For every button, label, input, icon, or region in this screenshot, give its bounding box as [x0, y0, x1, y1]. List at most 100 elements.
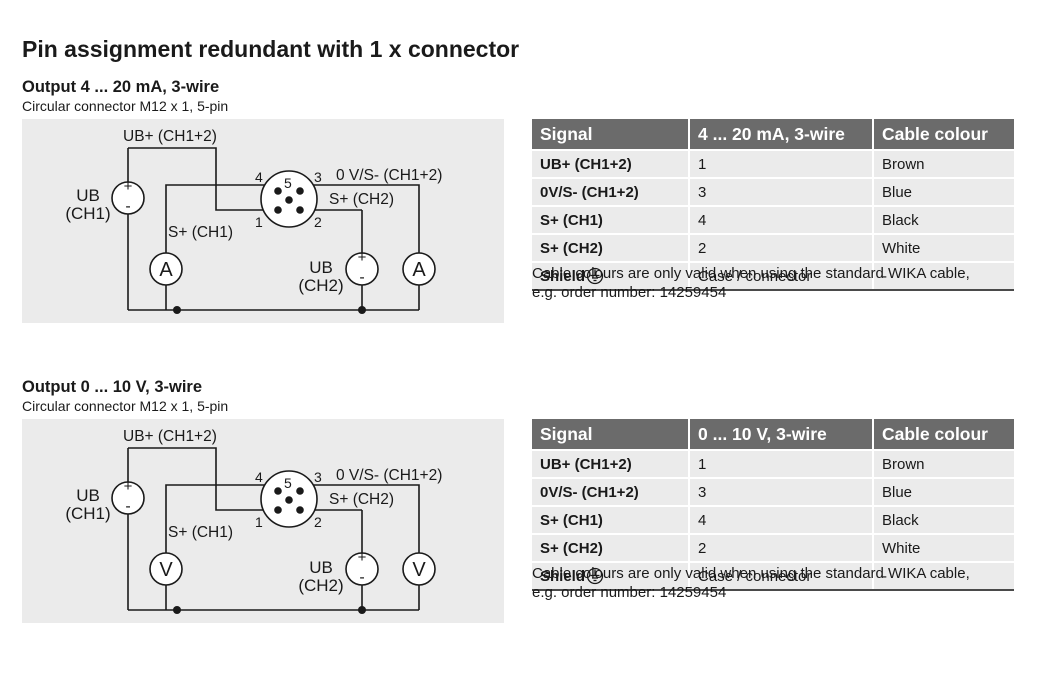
source-minus-sign: - — [359, 569, 364, 586]
power-source-ch2-icon — [345, 252, 379, 286]
wire-ub-plus — [128, 447, 266, 511]
junction-dot-right — [358, 606, 366, 614]
header-signal: Signal — [532, 119, 689, 150]
section-current-output: Output 4 ... 20 mA, 3-wire Circular conn… — [0, 78, 1038, 378]
meter-right-icon — [402, 252, 436, 286]
section-title: Output 0 ... 10 V, 3-wire — [22, 378, 203, 396]
pin-label-5: 5 — [284, 475, 292, 491]
cell-signal: 0V/S- (CH1+2) — [532, 177, 689, 206]
wire-ub-plus — [128, 147, 266, 211]
table-row: S+ (CH2) 2 White — [532, 533, 1014, 562]
section-voltage-output: Output 0 ... 10 V, 3-wire Circular conne… — [0, 378, 1038, 678]
header-output: 0 ... 10 V, 3-wire — [688, 419, 873, 450]
cell-colour: Brown — [872, 149, 1014, 178]
header-signal: Signal — [532, 419, 689, 450]
source-plus-sign: + — [124, 478, 133, 495]
table-row: 0V/S- (CH1+2) 3 Blue — [532, 177, 1014, 206]
cell-colour: Blue — [872, 477, 1014, 506]
table-row: 0V/S- (CH1+2) 3 Blue — [532, 477, 1014, 506]
ground-symbol-icon — [586, 267, 604, 285]
meter-right-symbol: V — [412, 559, 426, 581]
cell-pin: 3 — [688, 477, 873, 506]
shield-label: Shield — [540, 268, 586, 285]
wiring-diagram: + - + - V V UB+ (CH1+2) UB (CH1) UB (CH2… — [22, 419, 504, 623]
label-ub-ch2-a: UB — [309, 258, 333, 277]
junction-dot-left — [173, 606, 181, 614]
header-cable-colour: Cable colour — [872, 419, 1014, 450]
table-header-row: Signal 4 ... 20 mA, 3-wire Cable colour — [532, 119, 1014, 150]
label-ub-ch1-b: (CH1) — [65, 504, 110, 523]
cell-signal-shield: Shield — [532, 261, 689, 291]
label-ub-ch2-b: (CH2) — [298, 276, 343, 295]
cell-signal: 0V/S- (CH1+2) — [532, 477, 689, 506]
page-title: Pin assignment redundant with 1 x connec… — [22, 36, 520, 62]
cell-colour: - — [872, 261, 1014, 291]
header-cable-colour: Cable colour — [872, 119, 1014, 150]
meter-left-symbol: A — [159, 259, 173, 281]
label-ub-ch1-a: UB — [76, 186, 100, 205]
wire-ov-s-minus — [310, 184, 420, 253]
ground-symbol-icon — [586, 567, 604, 585]
source-plus-sign: + — [358, 549, 367, 566]
source-plus-sign: + — [358, 249, 367, 266]
table-row: Shield Case / connector - — [532, 561, 1014, 591]
table-header-row: Signal 0 ... 10 V, 3-wire Cable colour — [532, 419, 1014, 450]
pin-label-1: 1 — [255, 514, 263, 530]
cell-pin: 2 — [688, 533, 873, 562]
junction-dot-right — [358, 306, 366, 314]
label-s-ch2: S+ (CH2) — [329, 491, 394, 508]
wiring-diagram-svg: + - + - A A UB+ (CH1+2) UB (CH1) UB (CH2… — [65, 128, 442, 314]
label-s-ch1: S+ (CH1) — [168, 224, 233, 241]
pin-label-2: 2 — [314, 514, 322, 530]
pin-label-2: 2 — [314, 214, 322, 230]
table-row: Shield Case / connector - — [532, 261, 1014, 291]
cell-signal-shield: Shield — [532, 561, 689, 591]
cell-pin: 1 — [688, 149, 873, 178]
header-output: 4 ... 20 mA, 3-wire — [688, 119, 873, 150]
cell-colour: White — [872, 533, 1014, 562]
cell-colour: Blue — [872, 177, 1014, 206]
cable-colour-note: Cable colours are only valid when using … — [532, 264, 1032, 302]
shield-label: Shield — [540, 568, 586, 585]
cable-colour-note: Cable colours are only valid when using … — [532, 564, 1032, 602]
label-ub-plus: UB+ (CH1+2) — [123, 128, 217, 145]
cell-pin: 2 — [688, 233, 873, 262]
meter-left-icon — [149, 252, 183, 286]
table-row: S+ (CH1) 4 Black — [532, 505, 1014, 534]
cell-signal: S+ (CH2) — [532, 233, 689, 262]
meter-right-symbol: A — [412, 259, 426, 281]
section-subtitle: Circular connector M12 x 1, 5-pin — [22, 398, 229, 414]
cell-signal: UB+ (CH1+2) — [532, 149, 689, 178]
meter-right-icon — [402, 552, 436, 586]
cell-pin: Case / connector — [688, 261, 873, 291]
label-ub-ch2-b: (CH2) — [298, 576, 343, 595]
cell-colour: Brown — [872, 449, 1014, 478]
source-minus-sign: - — [359, 269, 364, 286]
power-source-ch1-icon — [111, 481, 145, 515]
meter-left-icon — [149, 552, 183, 586]
pin-label-1: 1 — [255, 214, 263, 230]
cell-signal: UB+ (CH1+2) — [532, 449, 689, 478]
pin-assignment-table: Signal 4 ... 20 mA, 3-wire Cable colour … — [532, 119, 1014, 291]
label-ub-ch2-a: UB — [309, 558, 333, 577]
wiring-diagram-svg: + - + - V V UB+ (CH1+2) UB (CH1) UB (CH2… — [65, 428, 442, 614]
cell-colour: White — [872, 233, 1014, 262]
cell-pin: 4 — [688, 205, 873, 234]
pin-label-4: 4 — [255, 469, 263, 485]
pin-label-5: 5 — [284, 175, 292, 191]
cell-pin: Case / connector — [688, 561, 873, 591]
m12-connector-icon — [260, 170, 318, 228]
label-ub-ch1-a: UB — [76, 486, 100, 505]
cell-pin: 3 — [688, 177, 873, 206]
table-row: S+ (CH1) 4 Black — [532, 205, 1014, 234]
section-title: Output 4 ... 20 mA, 3-wire — [22, 78, 220, 96]
cell-colour: - — [872, 561, 1014, 591]
power-source-ch2-icon — [345, 552, 379, 586]
cell-pin: 4 — [688, 505, 873, 534]
cell-pin: 1 — [688, 449, 873, 478]
section-subtitle: Circular connector M12 x 1, 5-pin — [22, 98, 229, 114]
m12-connector-icon — [260, 470, 318, 528]
table-row: S+ (CH2) 2 White — [532, 233, 1014, 262]
cell-signal: S+ (CH2) — [532, 533, 689, 562]
power-source-ch1-icon — [111, 181, 145, 215]
